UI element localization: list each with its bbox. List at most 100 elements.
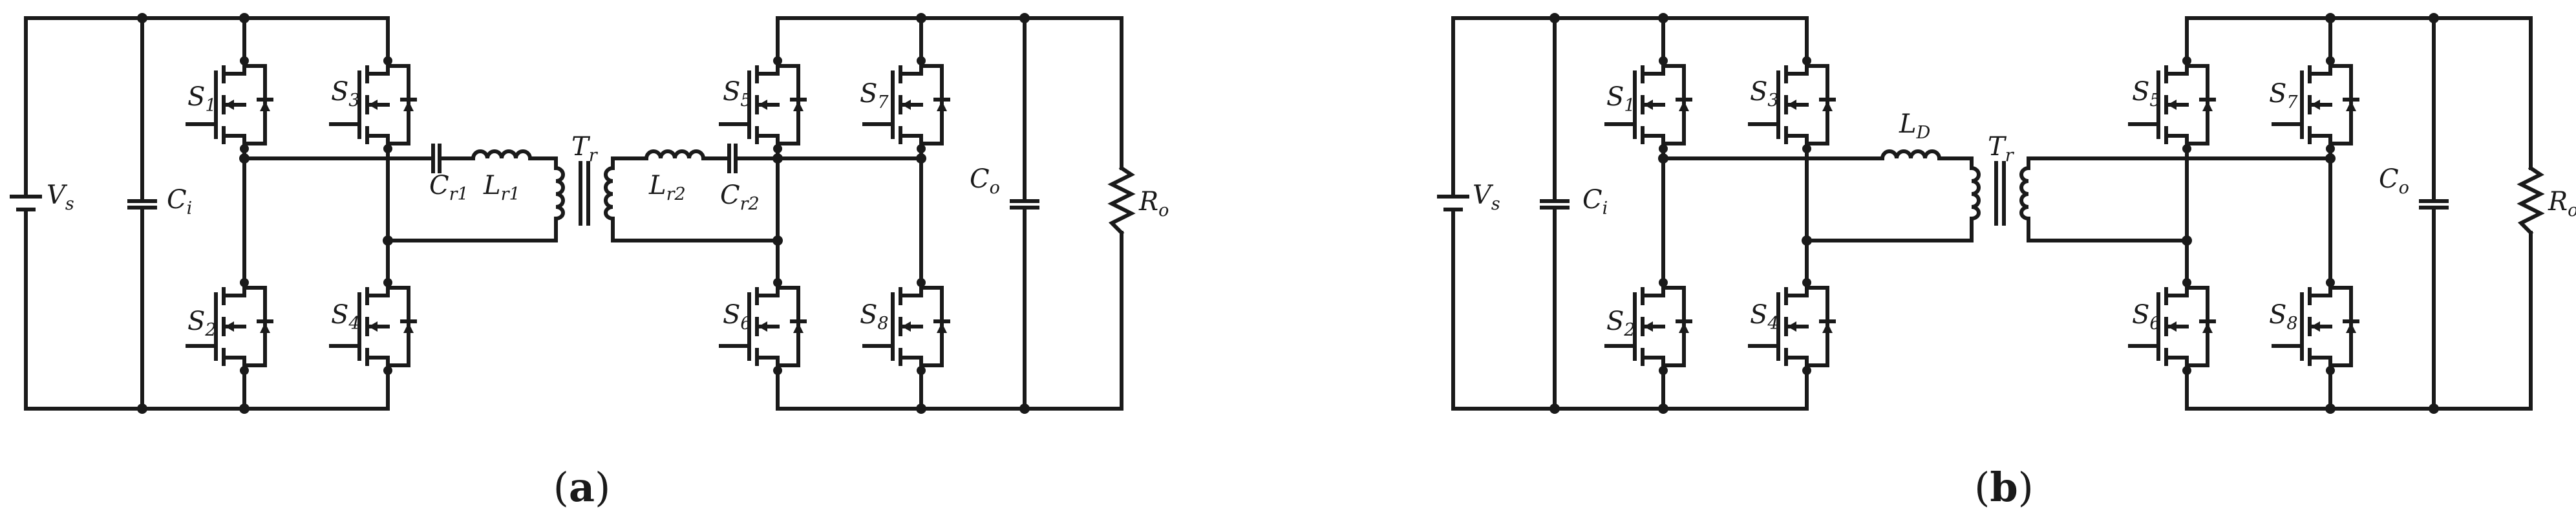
mosfet-s5-arrow xyxy=(758,100,767,110)
mosfet-s6-b-drain-dot xyxy=(2182,278,2191,287)
mosfet-s6-source-dot xyxy=(773,366,782,375)
mosfet-s1-b-diode-symbol xyxy=(1679,101,1689,111)
label-tr-a: Tr xyxy=(571,132,599,166)
mosfet-s5-diode-symbol xyxy=(793,101,804,111)
mosfet-s5-b-diode-branch xyxy=(2185,64,2209,145)
mosfet-s6 xyxy=(719,278,807,375)
battery-vs-symbol-a xyxy=(10,195,42,211)
panel-a-cllc-converter: Vs Ci S1 S3 S2 S4 Cr1 Lr1 Tr Lr2 Cr2 S5 … xyxy=(10,13,1169,511)
label-s2: S2 xyxy=(187,307,217,340)
mosfet-s1-b-arrow xyxy=(1644,100,1653,110)
mosfet-s7-diode-symbol xyxy=(937,101,947,111)
panel-b-dab-converter: Vs Ci S1 S3 S2 S4 LD Tr S5 S7 S6 S8 Co R… xyxy=(1437,13,2576,511)
mosfet-s8-b-diode-symbol xyxy=(2346,323,2356,333)
mosfet-s8-b-gate xyxy=(2272,292,2304,361)
mosfet-s6-arrow xyxy=(758,321,767,332)
label-cr1: Cr1 xyxy=(429,171,469,204)
mosfet-s6-b-diode-branch xyxy=(2185,286,2209,367)
mosfet-s5 xyxy=(719,56,807,153)
mosfet-s3-b-diode-symbol xyxy=(1822,101,1833,111)
mosfet-s6-b-diode-symbol xyxy=(2202,323,2213,333)
mosfet-s2-diode-branch xyxy=(242,286,267,367)
mosfet-s3-gate xyxy=(329,70,361,139)
mosfet-s5-b-arrow xyxy=(2167,100,2177,110)
label-s7-b: S7 xyxy=(2269,79,2298,113)
resistor-ro-symbol-a xyxy=(1107,165,1136,236)
mosfet-s8-b-drain-dot xyxy=(2326,278,2335,287)
mosfet-s5-drain-dot xyxy=(773,56,782,65)
mosfet-s8-b-source-dot xyxy=(2326,366,2335,375)
mosfet-s2-b-arrow xyxy=(1644,321,1653,332)
wire-tr-secondary-a xyxy=(611,156,780,242)
label-s8-b: S8 xyxy=(2269,300,2298,334)
capacitor-co-symbol-b xyxy=(2419,199,2449,210)
mosfet-s7-b-diode-symbol xyxy=(2346,101,2356,111)
midpoint2-wire-b xyxy=(1805,217,1974,242)
mosfet-s5-gate xyxy=(719,70,751,139)
transformer-core-a xyxy=(579,161,590,226)
mosfet-s2-b-gate xyxy=(1604,292,1637,361)
mosfet-s8-b-diode-branch xyxy=(2328,286,2353,367)
caption-b: (b) xyxy=(1974,464,2034,511)
mosfet-s2-diode-symbol xyxy=(260,323,270,333)
mosfet-s6-b-source-dot xyxy=(2182,366,2191,375)
mosfet-s5-b-drain-dot xyxy=(2182,56,2191,65)
mosfet-s3-source-dot xyxy=(383,144,392,153)
label-lr1: Lr1 xyxy=(483,171,520,204)
mosfet-s7-b xyxy=(2272,56,2359,153)
mosfet-s2-gate xyxy=(186,292,218,361)
label-s1: S1 xyxy=(187,82,217,116)
mosfet-s8-gate xyxy=(862,292,895,361)
mosfet-s4-b-gate xyxy=(1748,292,1780,361)
mosfet-s8-drain-dot xyxy=(917,278,926,287)
label-vs-b: Vs xyxy=(1473,180,1500,214)
mosfet-s3-arrow xyxy=(368,100,378,110)
capacitor-ci-symbol-b xyxy=(1540,199,1570,210)
mosfet-s2-b-source-dot xyxy=(1659,366,1668,375)
mosfet-s4-diode-branch xyxy=(386,286,410,367)
mosfet-s3-b-diode-branch xyxy=(1805,64,1829,145)
mosfet-s1-b xyxy=(1604,56,1692,153)
resistor-ro-symbol-b xyxy=(2517,165,2545,236)
label-tr-b: Tr xyxy=(1988,132,2015,166)
mosfet-s3-drain-dot xyxy=(383,56,392,65)
mosfet-s7-b-diode-branch xyxy=(2328,64,2353,145)
transformer-core-b xyxy=(1994,161,2006,226)
mosfet-s5-source-dot xyxy=(773,144,782,153)
mosfet-s1 xyxy=(186,56,273,153)
label-s6: S6 xyxy=(723,300,752,334)
mosfet-s4-arrow xyxy=(368,321,378,332)
mosfet-s2-source-dot xyxy=(240,366,249,375)
label-co-b: Co xyxy=(2379,164,2409,198)
mosfet-s4-b-diode-symbol xyxy=(1822,323,1833,333)
wire-lr1-tr xyxy=(528,156,558,170)
wire-ld-tr xyxy=(1937,156,1974,170)
mosfet-s7-b-arrow xyxy=(2311,100,2320,110)
mosfet-s8-source-dot xyxy=(917,366,926,375)
mosfet-s3-b-arrow xyxy=(1787,100,1796,110)
mosfet-s6-b xyxy=(2128,278,2216,375)
mosfet-s3-b-source-dot xyxy=(1802,144,1811,153)
label-ci-a: Ci xyxy=(167,185,192,219)
label-s1-b: S1 xyxy=(1606,82,1635,116)
label-ci-b: Ci xyxy=(1582,185,1608,219)
mosfet-s3-b-drain-dot xyxy=(1802,56,1811,65)
mosfet-s4-b-diode-branch xyxy=(1805,286,1829,367)
mosfet-s4-drain-dot xyxy=(383,278,392,287)
inductor-lr2-symbol xyxy=(644,149,706,161)
mosfet-s2 xyxy=(186,278,273,375)
mosfet-s6-b-arrow xyxy=(2167,321,2177,332)
mosfet-s7-arrow xyxy=(902,100,911,110)
label-s3: S3 xyxy=(331,77,360,111)
mosfet-s3-diode-symbol xyxy=(403,101,414,111)
mosfet-s6-diode-branch xyxy=(776,286,800,367)
mosfet-s4-source-dot xyxy=(383,366,392,375)
mosfet-s5-b xyxy=(2128,56,2216,153)
mosfet-s1-b-drain-dot xyxy=(1659,56,1668,65)
transformer-primary-coil-a xyxy=(553,166,565,221)
mosfet-s8-b xyxy=(2272,278,2359,375)
mosfet-s6-drain-dot xyxy=(773,278,782,287)
mosfet-s1-b-source-dot xyxy=(1659,144,1668,153)
